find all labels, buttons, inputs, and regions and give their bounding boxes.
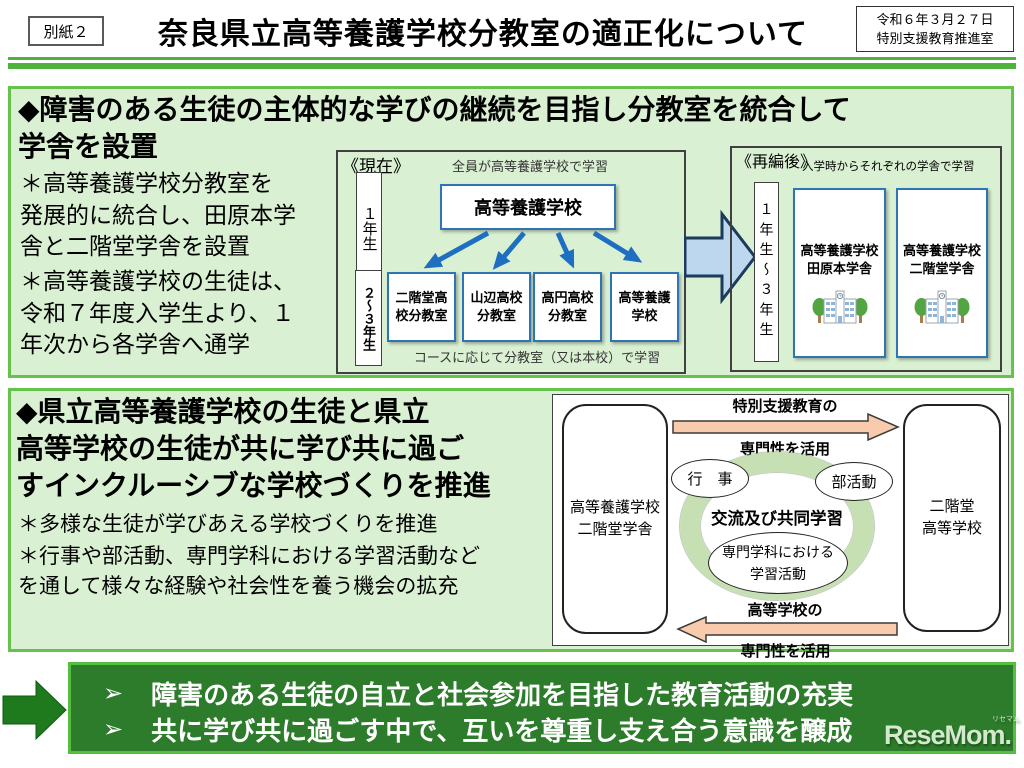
watermark-small-text: リセマム — [992, 716, 1020, 723]
arrow-bullet-icon: ➢ — [103, 716, 124, 743]
after-caption: 入学時からそれぞれの学舎で学習 — [802, 161, 975, 173]
conclusion-text2: 共に学び共に過ごす中で、互いを尊重し支え合う意識を醸成 — [151, 716, 853, 746]
after-label: 《再編後》 — [736, 154, 817, 171]
grade1-box: １年生 — [356, 172, 382, 284]
branch-box-main: 高等養護 学校 — [610, 272, 679, 342]
branch-box-nikaido: 二階堂高 校分教室 — [387, 272, 456, 342]
left-school-box: 高等養護学校 二階堂学舎 — [562, 404, 668, 634]
conclusion-panel: ➢ 障害のある生徒の自立と社会参加を目指した教育活動の充実 ➢ 共に学び共に過ご… — [68, 662, 1016, 754]
ellipse-events: 行 事 — [671, 459, 749, 498]
green-right-arrow-icon — [2, 679, 67, 741]
after-diagram-frame — [730, 146, 1002, 372]
school-building-icon — [812, 290, 867, 324]
section2-bullet1: ＊多様な生徒が学びあえる学校づくりを推進 — [18, 513, 438, 536]
campus-box-tawaramoto: 高等養護学校 田原本学舎 — [793, 188, 886, 358]
attachment-tag: 別紙２ — [28, 16, 104, 46]
right-school-box: 二階堂 高等学校 — [903, 404, 1001, 632]
top-arrow-label-above: 特別支援教育の — [732, 398, 838, 415]
conclusion-line2: ➢ 共に学び共に過ごす中で、互いを尊重し支え合う意識を醸成 — [103, 711, 852, 748]
big-right-arrow-icon — [684, 209, 757, 305]
campus-tawaramoto-label: 高等養護学校 田原本学舎 — [800, 243, 879, 276]
section2-heading: ◆県立高等養護学校の生徒と県立 高等学校の生徒が共に学び共に過ご すインクルーシ… — [16, 396, 491, 501]
header-divider-thick — [8, 63, 1016, 69]
current-caption-bottom: コースに応じて分教室（又は本校）で学習 — [413, 350, 661, 365]
school-building-icon — [914, 290, 970, 324]
section1-heading: ◆障害のある生徒の主体的な学びの継続を目指し分教室を統合して 学舎を設置 — [18, 94, 851, 162]
header-divider-thin — [8, 57, 1016, 60]
branch-flow-arrows — [423, 230, 643, 270]
bottom-arrow-label-above: 高等学校の — [747, 602, 823, 619]
branch-box-koen: 高円高校 分教室 — [533, 272, 602, 342]
grade23-box: ２～３年生 — [355, 270, 382, 366]
page-title: 奈良県立高等養護学校分教室の適正化について — [157, 18, 809, 51]
section2-bullet2: ＊行事や部活動、専門学科における学習活動など を通して様々な経験や社会性を養う機… — [18, 545, 480, 599]
center-label: 交流及び共同学習 — [711, 510, 843, 528]
campus-nikaido-label: 高等養護学校 二階堂学舎 — [902, 243, 981, 276]
conclusion-text1: 障害のある生徒の自立と社会参加を目指した教育活動の充実 — [151, 680, 854, 710]
watermark-text: ReseMom. — [884, 720, 1012, 750]
ellipse-clubs: 部活動 — [815, 462, 893, 501]
resemom-watermark: リセマム ReseMom. — [884, 714, 1020, 764]
branch-box-yamabe: 山辺高校 分教室 — [462, 272, 531, 342]
campus-box-nikaido: 高等養護学校 二階堂学舎 — [896, 188, 988, 358]
grades-1to3-box: １年生～３年生 — [754, 182, 779, 362]
conclusion-line1: ➢ 障害のある生徒の自立と社会参加を目指した教育活動の充実 — [103, 675, 853, 712]
section1-bullet2: ＊高等養護学校の生徒は、 令和７年度入学生より、１ 年次から各学舎へ通学 — [20, 268, 296, 358]
office-text: 特別支援教育推進室 — [876, 31, 994, 46]
bottom-arrow-label-below: 専門性を活用 — [740, 643, 831, 660]
ellipse-courses: 専門学科における 学習活動 — [708, 532, 848, 594]
current-label: 《現在》 — [342, 157, 410, 176]
section1-bullet1: ＊高等養護学校分教室を 発展的に統合し、田原本学 舎と二階堂学舎を設置 — [20, 170, 296, 260]
current-caption-top: 全員が高等養護学校で学習 — [451, 159, 608, 174]
peach-left-arrow-icon — [676, 616, 898, 643]
main-school-box: 高等養護学校 — [440, 184, 616, 230]
arrow-bullet-icon: ➢ — [103, 680, 124, 707]
date-office-box: 令和６年３月２７日 特別支援教育推進室 — [856, 6, 1014, 52]
peach-right-arrow-icon — [672, 413, 900, 441]
date-text: 令和６年３月２７日 — [876, 11, 994, 27]
